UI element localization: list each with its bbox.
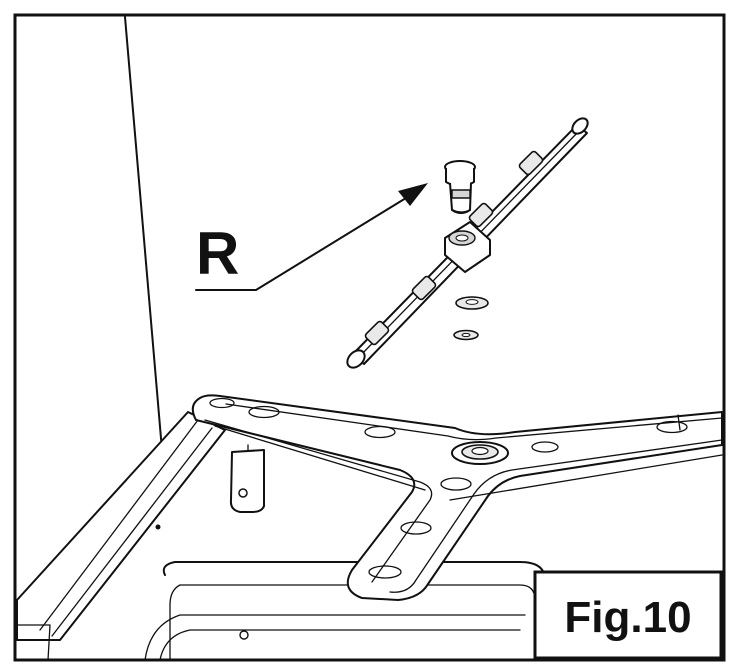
part-r-nut [444, 160, 476, 214]
callout-leader [195, 183, 428, 291]
part-label-r: R [196, 220, 239, 287]
tube-collar [364, 150, 544, 346]
figure-caption: Fig.10 [564, 593, 691, 642]
lower-spray-arm [191, 394, 723, 601]
callout-arrowhead [398, 183, 428, 206]
figure-label-box [533, 570, 723, 660]
tub-wall [124, 16, 163, 451]
washer-small [453, 329, 479, 341]
washer-large [455, 296, 489, 310]
upper-spray-arm-tube [346, 117, 589, 369]
